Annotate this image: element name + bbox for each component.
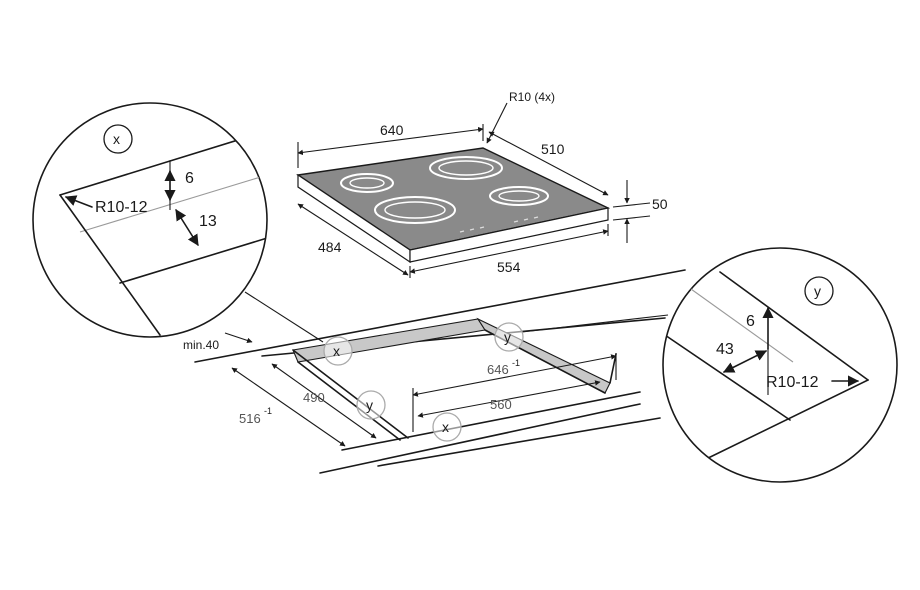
svg-text:y: y <box>814 283 821 299</box>
dim-646-tolerance: -1 <box>512 358 520 368</box>
hob-drawing: 640 R10 (4x) 510 50 484 554 <box>296 90 668 278</box>
dim-510: 510 <box>541 141 565 157</box>
marker-x-front: x <box>432 412 462 442</box>
dim-560: 560 <box>490 397 512 412</box>
detail-x-dim-6: 6 <box>185 170 194 187</box>
detail-y: y 6 43 R10-12 <box>662 247 898 483</box>
dim-640: 640 <box>380 122 404 138</box>
detail-x-marker: x <box>103 124 133 154</box>
hob-glass-surface <box>296 147 611 251</box>
dim-516-tolerance: -1 <box>264 406 272 416</box>
cooking-zone-back-left-inner <box>349 177 385 189</box>
dim-554: 554 <box>497 259 521 275</box>
detail-y-dim-43: 43 <box>716 341 734 358</box>
svg-text:y: y <box>366 397 373 413</box>
svg-text:x: x <box>442 419 449 435</box>
dim-50: 50 <box>652 196 668 212</box>
marker-y-back: y <box>494 322 524 352</box>
detail-y-marker: y <box>804 276 834 306</box>
detail-x-dim-13: 13 <box>199 213 217 230</box>
cooking-zone-back-left <box>340 173 394 193</box>
dim-516: 516 <box>239 411 261 426</box>
marker-x-back: x <box>323 336 353 366</box>
svg-text:x: x <box>333 343 340 359</box>
dim-646: 646 <box>487 362 509 377</box>
svg-text:x: x <box>113 131 120 147</box>
dim-484: 484 <box>318 239 342 255</box>
dim-490: 490 <box>303 390 325 405</box>
detail-x: x 6 13 R10-12 <box>32 102 268 338</box>
label-min-40: min.40 <box>183 338 219 352</box>
worktop-cutout: 646 -1 560 min.40 516 -1 490 x y y <box>183 269 686 474</box>
marker-y-front: y <box>356 390 386 420</box>
detail-y-dim-6: 6 <box>746 313 755 330</box>
detail-x-radius: R10-12 <box>95 199 148 216</box>
svg-text:y: y <box>504 329 511 345</box>
detail-y-radius: R10-12 <box>766 374 819 391</box>
label-corner-radius: R10 (4x) <box>509 90 555 104</box>
